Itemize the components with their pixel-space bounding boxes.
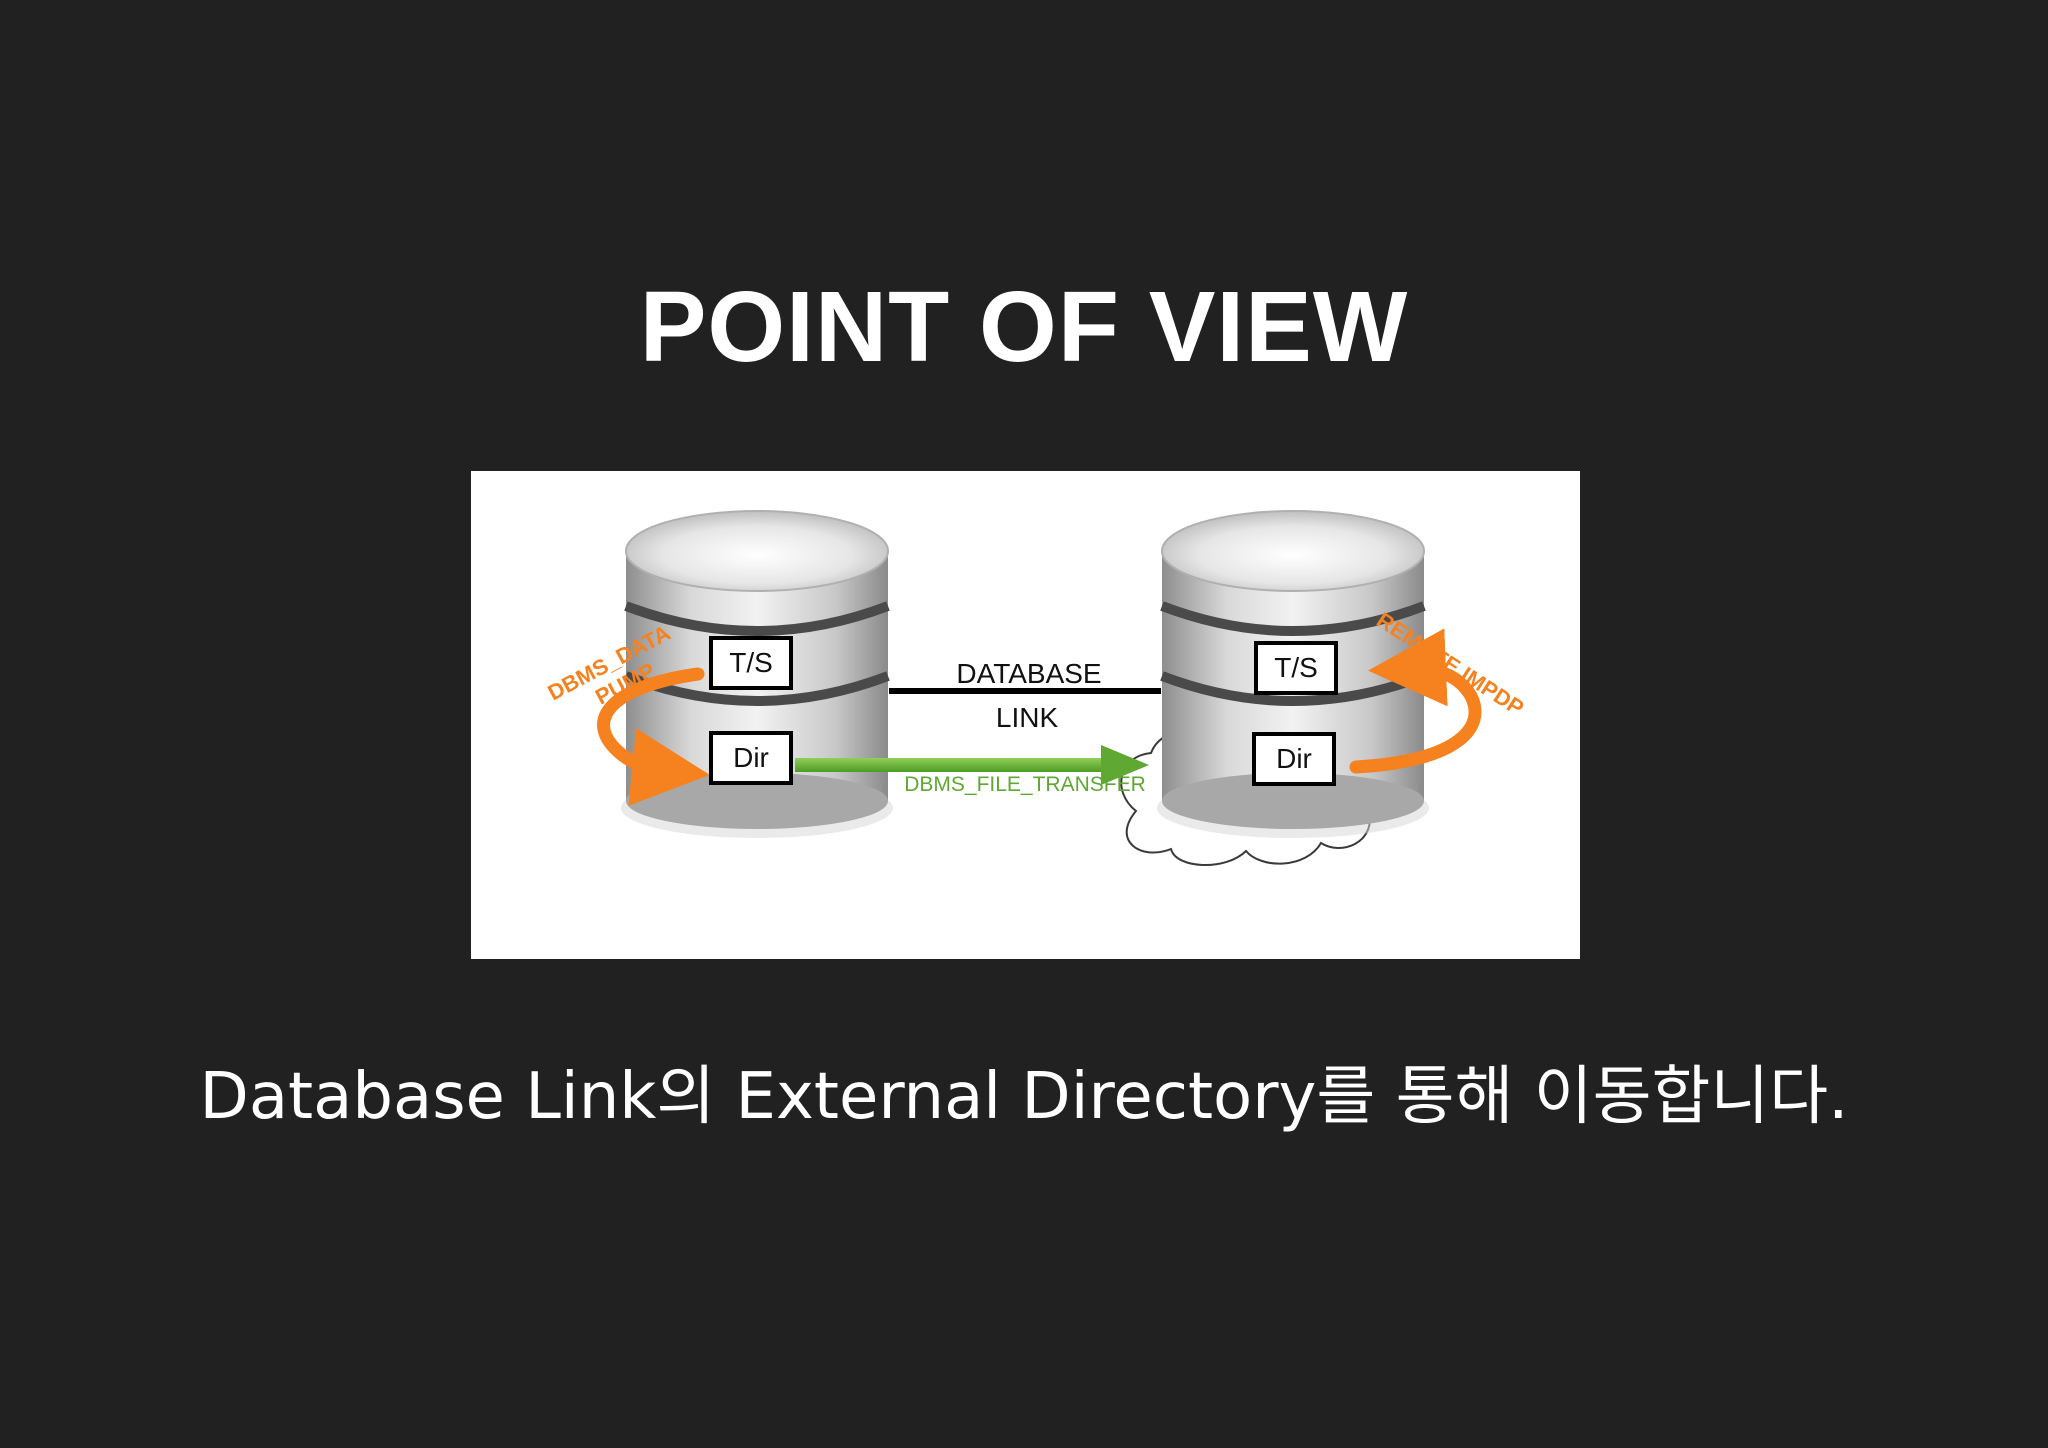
right-ts-box: T/S — [1254, 641, 1338, 695]
file-transfer-label: DBMS_FILE_TRANSFER — [904, 773, 1146, 796]
file-transfer-arrow — [795, 745, 1149, 785]
left-ts-label: T/S — [729, 647, 773, 678]
right-ts-label: T/S — [1274, 652, 1318, 683]
database-link-diagram: T/S Dir T/S Dir DATABASE LINK DBMS_FILE_… — [471, 471, 1580, 959]
left-dir-box: Dir — [709, 731, 793, 785]
slide-caption: Database Link의 External Directory를 통해 이동… — [199, 1060, 1849, 1134]
data-pump-arrow — [597, 667, 710, 806]
left-dir-label: Dir — [733, 742, 769, 773]
database-link-label-line1: DATABASE — [956, 658, 1101, 689]
slide-title: POINT OF VIEW — [639, 271, 1409, 383]
right-dir-label: Dir — [1276, 743, 1312, 774]
remote-impdp-arrow — [1349, 628, 1482, 774]
right-dir-box: Dir — [1252, 732, 1336, 786]
database-link-label-line2: LINK — [996, 702, 1059, 733]
left-ts-box: T/S — [709, 636, 793, 690]
